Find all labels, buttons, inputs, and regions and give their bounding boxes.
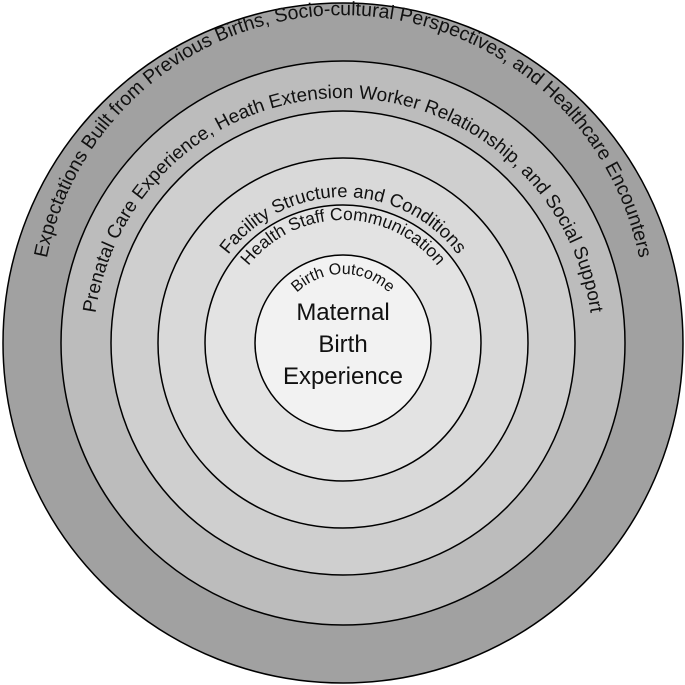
center-label-line-3: Experience: [283, 363, 403, 390]
center-circle: [254, 254, 432, 432]
center-label-line-1: Maternal: [296, 299, 389, 326]
center-label-line-2: Birth: [318, 331, 367, 358]
